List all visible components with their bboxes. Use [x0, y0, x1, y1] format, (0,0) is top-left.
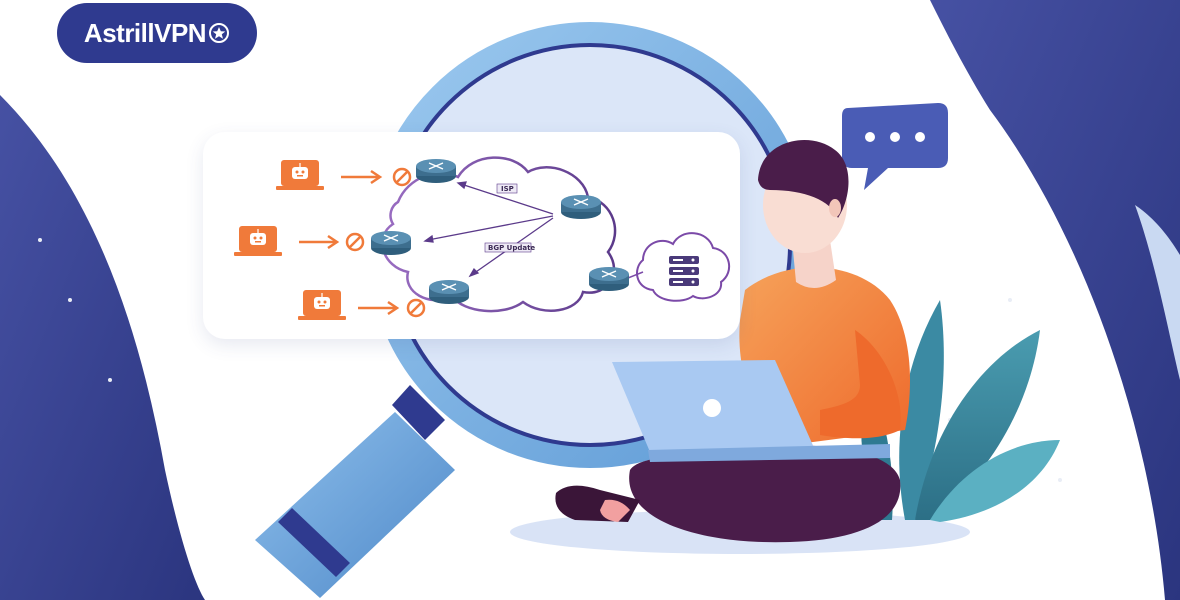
brand-name: AstrillVPN: [83, 17, 207, 48]
bgp-update-label: BGP Update: [488, 244, 535, 252]
arrow-icon: [358, 300, 400, 316]
arrow-icon: [341, 169, 383, 185]
cloud-icon: [381, 156, 617, 313]
blocked-icon: [392, 167, 412, 187]
astrill-logo: AstrillVPN: [57, 3, 257, 63]
bot-laptop-icon: [298, 290, 346, 320]
bot-laptop-icon: [234, 226, 282, 256]
magnifier-neck: [392, 385, 445, 440]
blocked-icon: [406, 298, 426, 318]
right-wave-band: [930, 0, 1180, 600]
server-cloud-icon: [636, 232, 731, 302]
bgp-diagram-card: ISP BGP Update: [203, 132, 740, 339]
arrow-icon: [299, 234, 340, 250]
router-icon: [371, 231, 411, 255]
blocked-icon: [345, 232, 365, 252]
router-icon: [589, 267, 629, 291]
isp-label: ISP: [501, 185, 514, 193]
server-icon: [669, 256, 699, 286]
laptop-icon: [612, 360, 890, 462]
router-icon: [416, 159, 456, 183]
star-badge-icon: [209, 23, 230, 43]
bot-laptop-icon: [276, 160, 324, 190]
network-diagram: ISP BGP Update: [234, 156, 731, 320]
chat-bubble-icon: [842, 103, 948, 190]
router-icon: [561, 195, 601, 219]
router-icon: [429, 280, 469, 304]
bgp-arrows: [423, 181, 554, 278]
right-light-sliver: [1135, 205, 1180, 380]
magnifier-handle: [255, 412, 455, 598]
left-wave-band: [0, 95, 205, 600]
